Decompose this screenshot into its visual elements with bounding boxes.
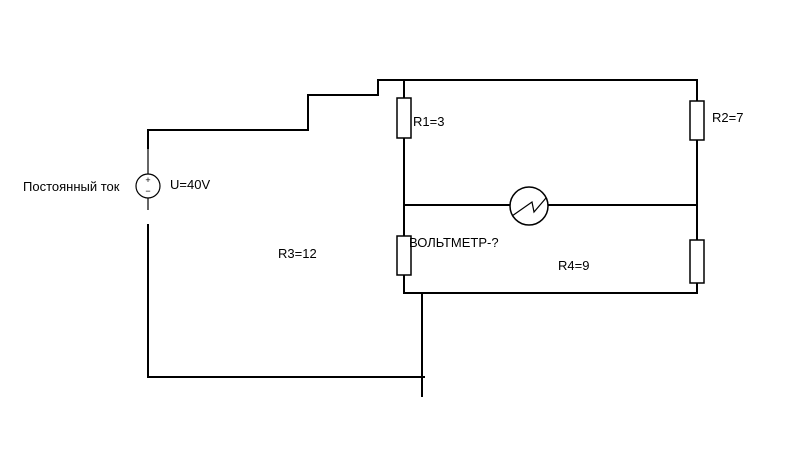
voltmeter-needle-icon: [511, 197, 547, 217]
resistor-r3: [396, 235, 412, 276]
r2-label: R2=7: [712, 110, 743, 125]
r1-label: R1=3: [413, 114, 444, 129]
source-plus-sign: +: [145, 175, 150, 185]
resistor-r1: [396, 97, 412, 139]
source-minus-sign: −: [145, 186, 150, 196]
resistor-r4: [689, 239, 705, 284]
r4-label: R4=9: [558, 258, 589, 273]
source-label: Постоянный ток: [23, 179, 120, 194]
dc-source: + −: [135, 173, 161, 199]
source-voltage-label: U=40V: [170, 177, 210, 192]
resistor-r2: [689, 100, 705, 141]
voltmeter: [509, 186, 549, 226]
voltmeter-circle: [509, 186, 549, 226]
wires: [147, 79, 698, 397]
dc-source-circle: [135, 173, 161, 199]
wire-source-bottom: [147, 224, 425, 378]
r3-label: R3=12: [278, 246, 317, 261]
wire-source-top: [147, 79, 698, 149]
voltmeter-label: ВОЛЬТМЕТР-?: [409, 235, 499, 250]
